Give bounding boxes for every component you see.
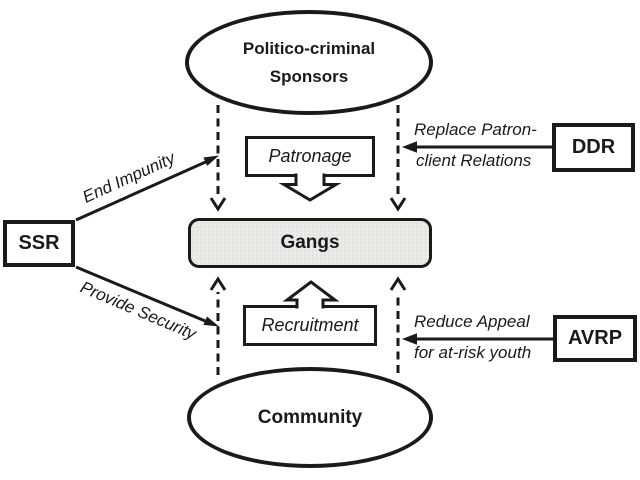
edge-label-provide-security: Provide Security	[77, 277, 199, 344]
node-ddr: DDR	[552, 123, 635, 172]
dashed-arrow-sponsors-gangs-left	[209, 105, 227, 212]
gangs-label: Gangs	[280, 232, 340, 253]
dashed-arrow-sponsors-gangs-right	[389, 105, 407, 212]
edge-label-end-impunity: End Impunity	[79, 148, 178, 207]
chevron-up-icon	[209, 276, 227, 291]
edge-label-reduce-appeal-line1: Reduce Appeal	[414, 312, 530, 331]
sponsors-label-line2: Sponsors	[269, 66, 349, 86]
ssr-label: SSR	[18, 232, 60, 254]
patronage-label: Patronage	[268, 146, 352, 166]
edge-label-replace-patron-line2: client Relations	[416, 151, 532, 170]
avrp-label: AVRP	[567, 327, 623, 349]
chevron-down-icon	[209, 197, 227, 212]
node-community: Community	[187, 367, 433, 468]
node-politico-criminal-sponsors: Politico-criminal Sponsors	[185, 10, 433, 115]
node-patronage: Patronage	[245, 136, 375, 177]
edge-label-reduce-appeal-line2: for at-risk youth	[414, 343, 532, 362]
node-recruitment: Recruitment	[243, 305, 377, 346]
edge-label-replace-patron-line1: Replace Patron-	[414, 120, 537, 139]
recruitment-label: Recruitment	[261, 315, 359, 335]
dashed-arrow-community-gangs-left	[209, 276, 227, 375]
chevron-down-icon	[389, 197, 407, 212]
arrowhead-icon	[203, 316, 219, 327]
arrowhead-icon	[203, 155, 219, 166]
dashed-arrow-community-gangs-right	[389, 276, 407, 373]
node-ssr: SSR	[3, 220, 75, 267]
ddr-label: DDR	[571, 136, 616, 158]
chevron-up-icon	[389, 276, 407, 291]
arrowhead-icon	[402, 141, 417, 153]
node-avrp: AVRP	[553, 315, 637, 362]
node-gangs: Gangs	[188, 218, 432, 268]
block-arrow-down-icon	[278, 173, 342, 202]
community-label: Community	[257, 406, 363, 428]
sponsors-label-line1: Politico-criminal	[242, 38, 376, 58]
